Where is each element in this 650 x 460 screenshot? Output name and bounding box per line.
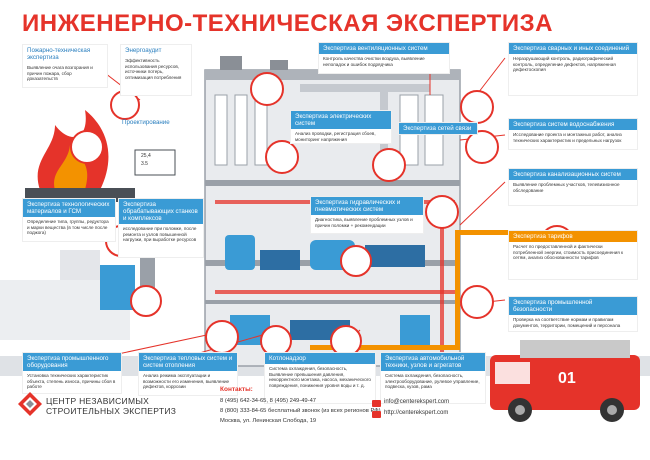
address: Москва, ул. Ленинская Слобода, 19 bbox=[220, 418, 317, 424]
company-name: ЦЕНТР НЕЗАВИСИМЫХ СТРОИТЕЛЬНЫХ ЭКСПЕРТИЗ bbox=[46, 396, 176, 416]
box-electric: Экспертиза электрических систем Анализ п… bbox=[290, 110, 392, 144]
box-machines: Экспертиза обрабатывающих станков и комп… bbox=[118, 198, 204, 258]
box-tariff-body: Расчет по предоставленной и фактически п… bbox=[513, 244, 624, 261]
box-welded-body: Неразрушающий контроль, радиографический… bbox=[513, 56, 616, 73]
truck-number: 01 bbox=[558, 370, 576, 387]
box-tariff: Экспертиза тарифов Расчет по предоставле… bbox=[508, 230, 638, 280]
phone-primary[interactable]: 8 (495) 642-34-65, 8 (495) 249-49-47 bbox=[220, 398, 317, 404]
box-welded: Экспертиза сварных и иных соединений Нер… bbox=[508, 42, 638, 96]
box-design-title: Проектирование bbox=[122, 119, 170, 126]
site-link[interactable]: http://centerekspert.com bbox=[384, 410, 449, 416]
contacts-title: Контакты: bbox=[220, 386, 253, 393]
box-industrial-safety-body: Проверка на соответствие нормам и правил… bbox=[513, 317, 621, 328]
box-ventilation: Экспертиза вентиляционных систем Контрол… bbox=[318, 42, 450, 74]
ventilation-icon bbox=[250, 72, 284, 106]
box-water-body: Исследование проекта и монтажных работ, … bbox=[513, 132, 622, 143]
fire-icon bbox=[70, 130, 104, 164]
box-industrial-equipment-body: Установка технических характеристик объе… bbox=[27, 373, 116, 390]
box-fire-body: Выявление очага возгорания и причин пожа… bbox=[27, 65, 93, 82]
box-welded-title: Экспертиза сварных и иных соединений bbox=[509, 43, 637, 54]
faucet-icon bbox=[465, 130, 499, 164]
box-sewer-body: Выявление проблемных участков, телевизио… bbox=[513, 182, 620, 193]
box-energy-body: Эффективность использования ресурсов, ис… bbox=[125, 58, 182, 80]
box-energy-title: Энергоаудит bbox=[125, 47, 162, 54]
box-heating: Экспертиза тепловых систем и систем отоп… bbox=[138, 352, 238, 396]
box-electric-title: Экспертиза электрических систем bbox=[291, 111, 391, 129]
company-name-line1: ЦЕНТР НЕЗАВИСИМЫХ bbox=[46, 396, 150, 406]
gear-icon bbox=[205, 320, 239, 354]
box-materials-title: Экспертиза технологических материалов и … bbox=[23, 199, 115, 217]
web-icon bbox=[372, 411, 381, 418]
box-tariff-title: Экспертиза тарифов bbox=[509, 231, 637, 242]
box-hydraulic-title: Экспертиза гидравлических и пневматическ… bbox=[311, 197, 423, 215]
box-auto-body: Система охлаждения, безопасность, электр… bbox=[385, 373, 480, 390]
box-boiler-title: Котлонадзор bbox=[265, 353, 375, 364]
box-hydraulic-body: Диагностика, выявление проблемных узлов … bbox=[315, 217, 413, 228]
box-hydraulic: Экспертиза гидравлических и пневматическ… bbox=[310, 196, 424, 234]
email-link[interactable]: info@centerekspert.com bbox=[384, 399, 450, 405]
box-fire-title: Пожарно-техническая экспертиза bbox=[27, 47, 91, 61]
box-machines-body: исследование при поломке, после ремонта … bbox=[123, 226, 197, 243]
box-comms: Экспертиза сетей связи bbox=[398, 122, 478, 135]
phone-icon bbox=[372, 148, 406, 182]
company-name-line2: СТРОИТЕЛЬНЫХ ЭКСПЕРТИЗ bbox=[46, 406, 177, 416]
box-electric-body: Анализ проводки, регистрация сбоев, мони… bbox=[295, 131, 376, 142]
box-industrial-equipment-title: Экспертиза промышленного оборудования bbox=[23, 353, 121, 371]
sign-value: 25,4 bbox=[141, 153, 151, 159]
hardhat-icon bbox=[460, 285, 494, 319]
boiler-icon bbox=[330, 325, 362, 357]
box-materials: Экспертиза технологических материалов и … bbox=[22, 198, 116, 242]
page-title: ИНЖЕНЕРНО-ТЕХНИЧЕСКАЯ ЭКСПЕРТИЗА bbox=[22, 10, 553, 37]
box-water-title: Экспертиза систем водоснабжения bbox=[509, 119, 637, 130]
box-fire: Пожарно-техническая экспертиза Выявление… bbox=[22, 44, 108, 88]
phone-tollfree[interactable]: 8 (800) 333-84-65 бесплатный звонок (из … bbox=[220, 408, 381, 414]
box-materials-body: Определение типа, группы, редуктора и ма… bbox=[27, 219, 109, 236]
email-icon bbox=[372, 400, 381, 407]
box-industrial-safety-title: Экспертиза промышленной безопасности bbox=[509, 297, 637, 315]
box-auto-title: Экспертиза автомобильной техники, узлов … bbox=[381, 353, 485, 371]
oil-drop-icon bbox=[130, 285, 162, 317]
sign-board: 25,4 3.5 bbox=[137, 152, 173, 173]
box-ventilation-title: Экспертиза вентиляционных систем bbox=[319, 43, 449, 54]
box-auto: Экспертиза автомобильной техники, узлов … bbox=[380, 352, 486, 404]
box-ventilation-body: Контроль качества очистки воздуха, выявл… bbox=[323, 56, 425, 67]
box-energy: Энергоаудит Эффективность использования … bbox=[120, 44, 192, 96]
box-sewer-title: Экспертиза канализационных систем bbox=[509, 169, 637, 180]
box-machines-title: Экспертиза обрабатывающих станков и комп… bbox=[119, 199, 203, 224]
box-boiler-body: Система охлаждения, безопасность, Выявле… bbox=[269, 366, 371, 388]
box-boiler: Котлонадзор Система охлаждения, безопасн… bbox=[264, 352, 376, 404]
weld-icon bbox=[460, 90, 494, 124]
box-heating-title: Экспертиза тепловых систем и систем отоп… bbox=[139, 353, 237, 371]
box-industrial-safety: Экспертиза промышленной безопасности Про… bbox=[508, 296, 638, 332]
box-heating-body: Анализ режима эксплуатации и возможности… bbox=[143, 373, 230, 390]
box-design: Проектирование bbox=[120, 118, 180, 130]
box-sewer: Экспертиза канализационных систем Выявле… bbox=[508, 168, 638, 206]
hydraulic-icon bbox=[340, 245, 372, 277]
gauge-icon bbox=[265, 140, 299, 174]
box-comms-title: Экспертиза сетей связи bbox=[399, 123, 477, 134]
valve-icon bbox=[425, 195, 459, 229]
box-water: Экспертиза систем водоснабжения Исследов… bbox=[508, 118, 638, 150]
sign-value2: 3.5 bbox=[141, 160, 148, 167]
box-industrial-equipment: Экспертиза промышленного оборудования Ус… bbox=[22, 352, 122, 394]
company-logo-icon bbox=[18, 392, 42, 416]
